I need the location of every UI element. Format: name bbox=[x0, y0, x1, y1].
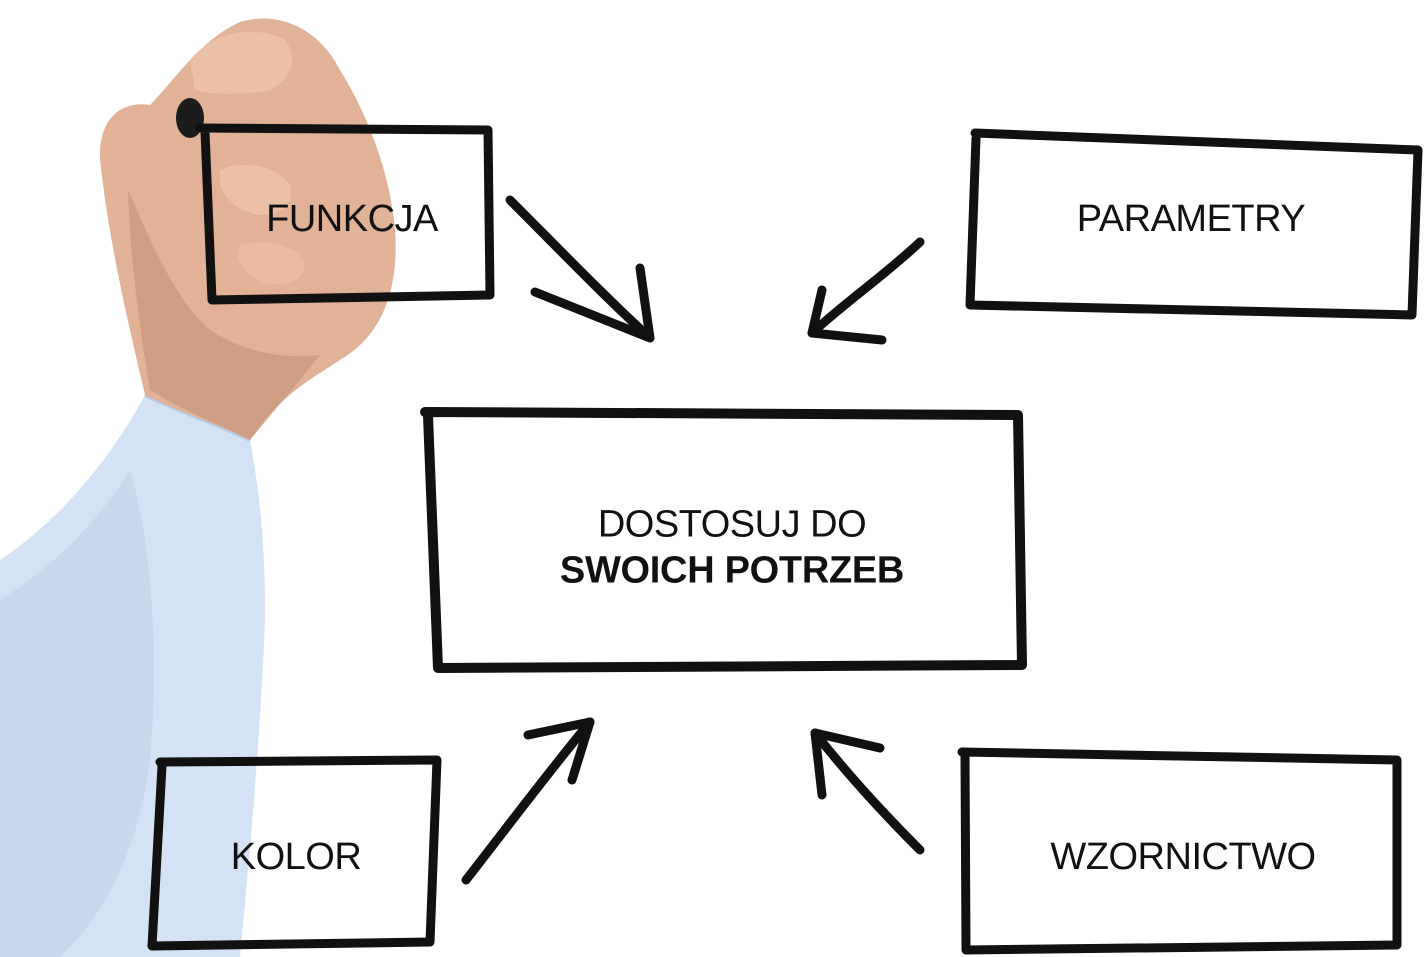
node-box-parametry bbox=[965, 128, 1423, 320]
hand-finger bbox=[238, 242, 305, 285]
node-label-kolor: KOLOR bbox=[230, 836, 362, 878]
arrow-head bbox=[530, 263, 655, 343]
arrow-shaft bbox=[807, 237, 925, 338]
center-node-label: DOSTOSUJ DO SWOICH POTRZEB bbox=[560, 502, 904, 593]
diagram-boxes bbox=[147, 123, 1423, 955]
center-label-line2: SWOICH POTRZEB bbox=[559, 549, 905, 591]
node-label-wzornictwo: WZORNICTWO bbox=[1050, 836, 1316, 878]
node-label-funkcja: FUNKCJA bbox=[266, 198, 438, 240]
arrow-head bbox=[523, 717, 595, 785]
shirt-sleeve-shading bbox=[0, 470, 154, 957]
node-label-parametry: PARAMETRY bbox=[1076, 198, 1306, 240]
diagram-arrows bbox=[461, 195, 925, 885]
hand-finger bbox=[190, 31, 293, 94]
node-box-wzornictwo bbox=[957, 747, 1402, 955]
edge-wzornictwo-to-center bbox=[810, 728, 925, 855]
center-label-line1: DOSTOSUJ DO bbox=[597, 503, 867, 546]
node-box-center bbox=[420, 407, 1027, 673]
hand-finger bbox=[220, 165, 291, 215]
arrow-shaft bbox=[810, 728, 925, 855]
arrow-head bbox=[810, 728, 885, 800]
node-box-funkcja bbox=[195, 123, 495, 305]
arrow-shaft bbox=[505, 195, 655, 343]
arrow-head bbox=[807, 285, 887, 345]
arrow-shaft bbox=[461, 717, 595, 885]
edge-kolor-to-center bbox=[461, 717, 595, 885]
hand-with-marker-illustration bbox=[0, 18, 396, 957]
edge-parametry-to-center bbox=[807, 237, 925, 345]
edge-funkcja-to-center bbox=[505, 195, 655, 343]
node-box-kolor bbox=[147, 755, 442, 951]
hand-shadow bbox=[128, 190, 320, 440]
